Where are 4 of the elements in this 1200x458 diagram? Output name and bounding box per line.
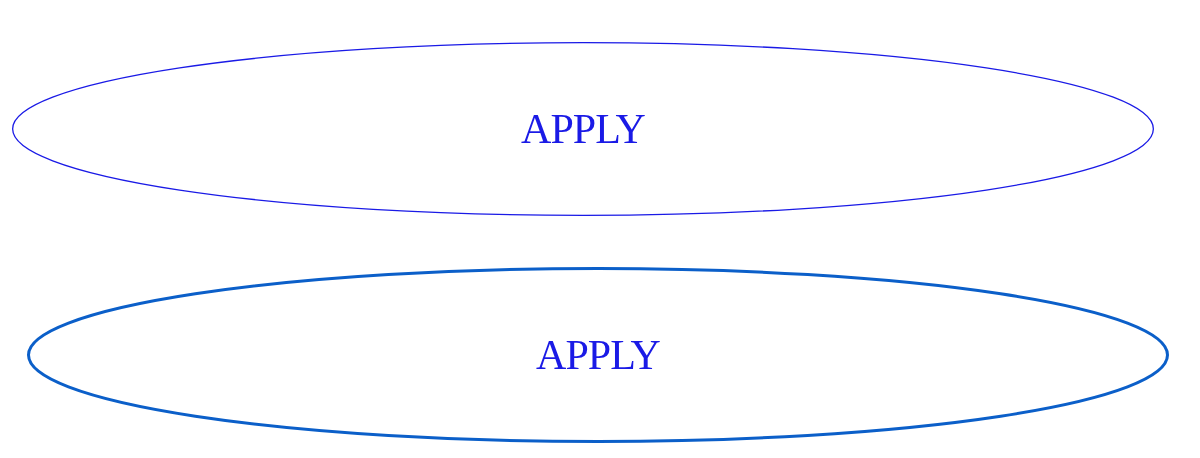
- ellipse-node: [12, 42, 1154, 216]
- ellipse-node: [27, 267, 1169, 443]
- node-label: APPLY: [536, 331, 660, 379]
- node-label: APPLY: [521, 105, 645, 153]
